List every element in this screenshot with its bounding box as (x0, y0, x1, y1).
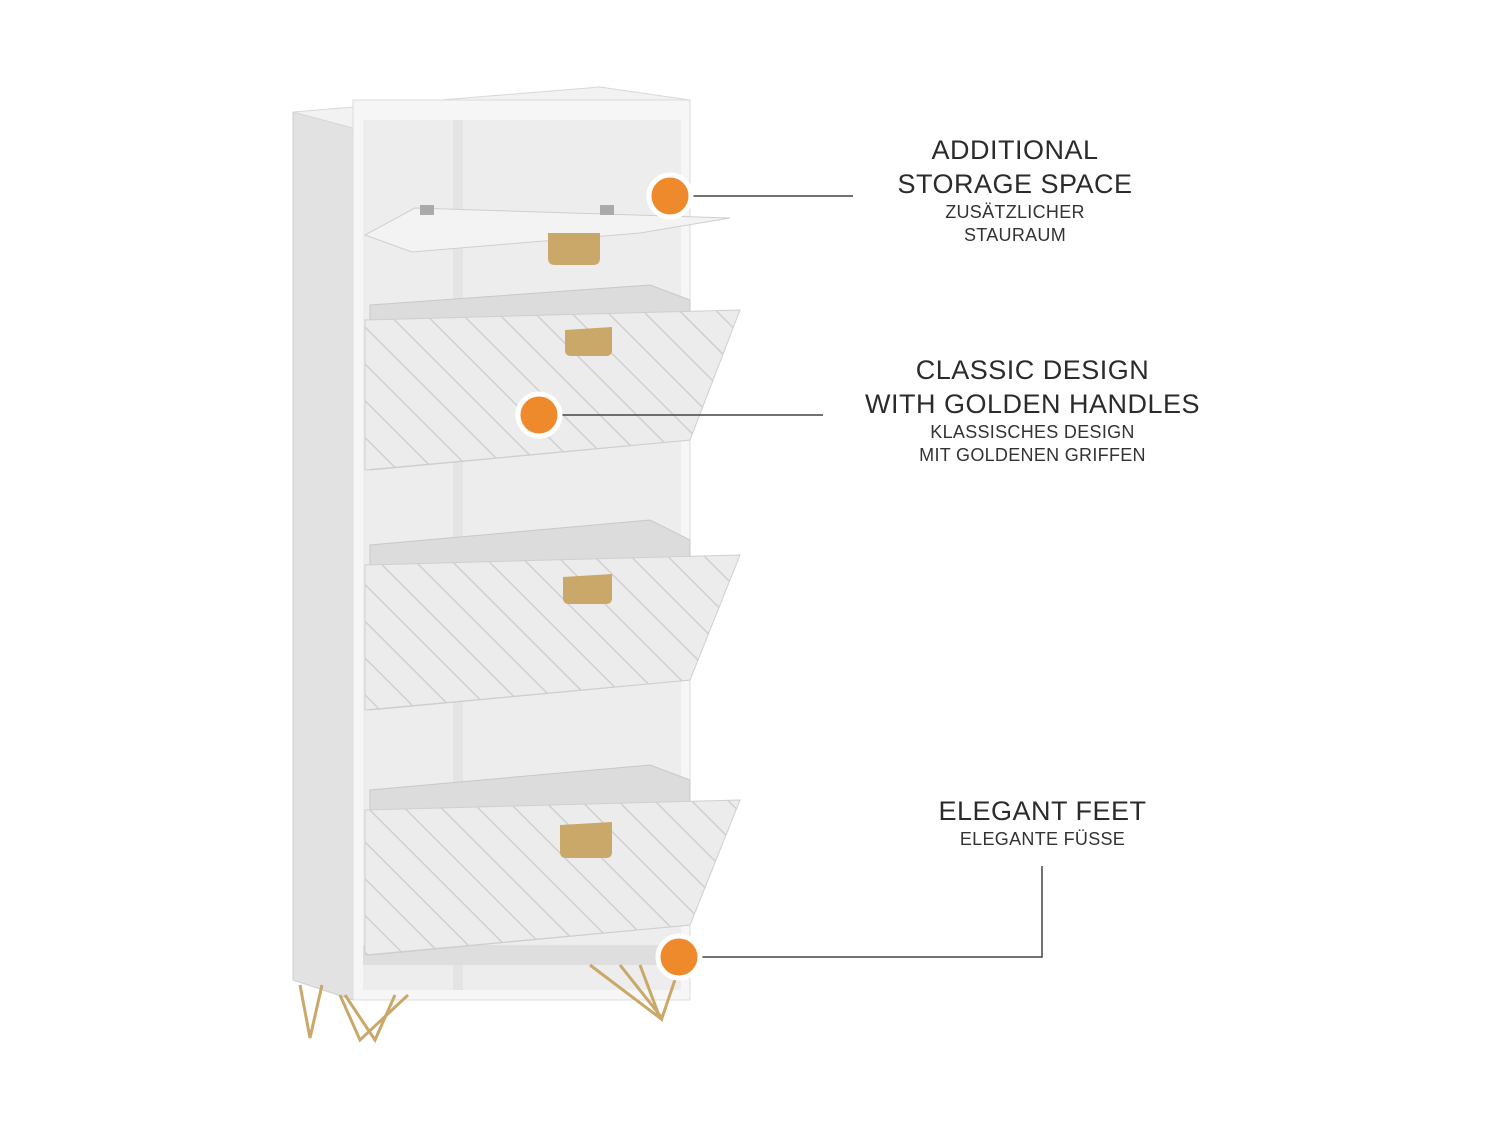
shoe-drawer-2 (364, 519, 741, 711)
callout-storage-sub-line1: ZUSÄTZLICHER (945, 202, 1085, 222)
callout-classic-design: CLASSIC DESIGN WITH GOLDEN HANDLES KLASS… (830, 353, 1235, 467)
callout-design-sub-line1: KLASSISCHES DESIGN (930, 422, 1135, 442)
shoe-drawer-1 (364, 284, 741, 471)
callout-design-sub-line2: MIT GOLDENEN GRIFFEN (919, 445, 1146, 465)
marker-dot-feet (655, 933, 703, 981)
marker-dot-design (515, 391, 563, 439)
callout-feet-title: ELEGANT FEET (938, 796, 1147, 826)
callout-lines (558, 195, 1043, 958)
callout-elegant-feet: ELEGANT FEET ELEGANTE FÜSSE (900, 794, 1185, 851)
gold-handle-3 (560, 822, 612, 858)
marker-dot-storage (646, 172, 694, 220)
shoe-drawer-3 (364, 764, 741, 956)
callout-feet-sub: ELEGANTE FÜSSE (959, 829, 1126, 849)
callout-design-title-line2: WITH GOLDEN HANDLES (864, 389, 1201, 419)
marker-dots (515, 172, 703, 981)
gold-hairpin-feet (298, 963, 682, 1044)
callout-storage-title-line2: STORAGE SPACE (897, 169, 1133, 199)
gold-handle-top (548, 233, 600, 265)
gold-handle-2 (563, 574, 612, 604)
callout-design-title-line1: CLASSIC DESIGN (915, 355, 1150, 385)
callout-storage-title-line1: ADDITIONAL (931, 135, 1099, 165)
top-storage-flap (363, 205, 731, 265)
callout-storage-sub-line2: STAURAUM (963, 225, 1067, 245)
line-feet (698, 866, 1043, 958)
callout-additional-storage: ADDITIONAL STORAGE SPACE ZUSÄTZLICHER ST… (860, 133, 1170, 247)
gold-handle-1 (565, 327, 612, 356)
